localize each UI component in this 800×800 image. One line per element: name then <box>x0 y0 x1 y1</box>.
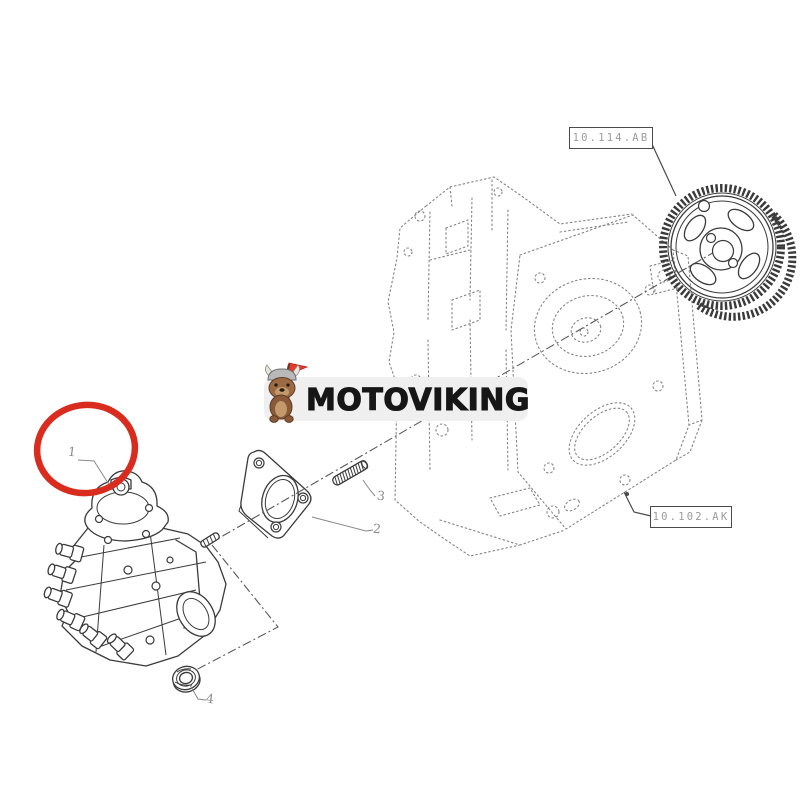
viking-dog-mascot-icon <box>265 362 309 423</box>
watermark-brand-text: MOTOVIKING <box>305 382 531 418</box>
watermark-pill <box>264 377 528 421</box>
stud-drawing <box>332 460 369 486</box>
ref-box-timing-gear: 10.114.AB <box>569 127 653 149</box>
timing-housing-drawing <box>387 176 703 557</box>
ref-box-timing-gear-label: 10.114.AB <box>572 132 650 144</box>
fuel-injection-pump-drawing <box>43 470 227 667</box>
ref-box-timing-housing-label: 10.102.AK <box>652 511 730 523</box>
timing-gear-drawing <box>659 184 797 321</box>
gasket-plate-drawing <box>238 449 312 539</box>
leader-lines <box>77 141 677 701</box>
ref-box-timing-housing: 10.102.AK <box>650 506 732 528</box>
highlight-circle <box>33 401 139 497</box>
nut-drawing <box>171 665 201 693</box>
